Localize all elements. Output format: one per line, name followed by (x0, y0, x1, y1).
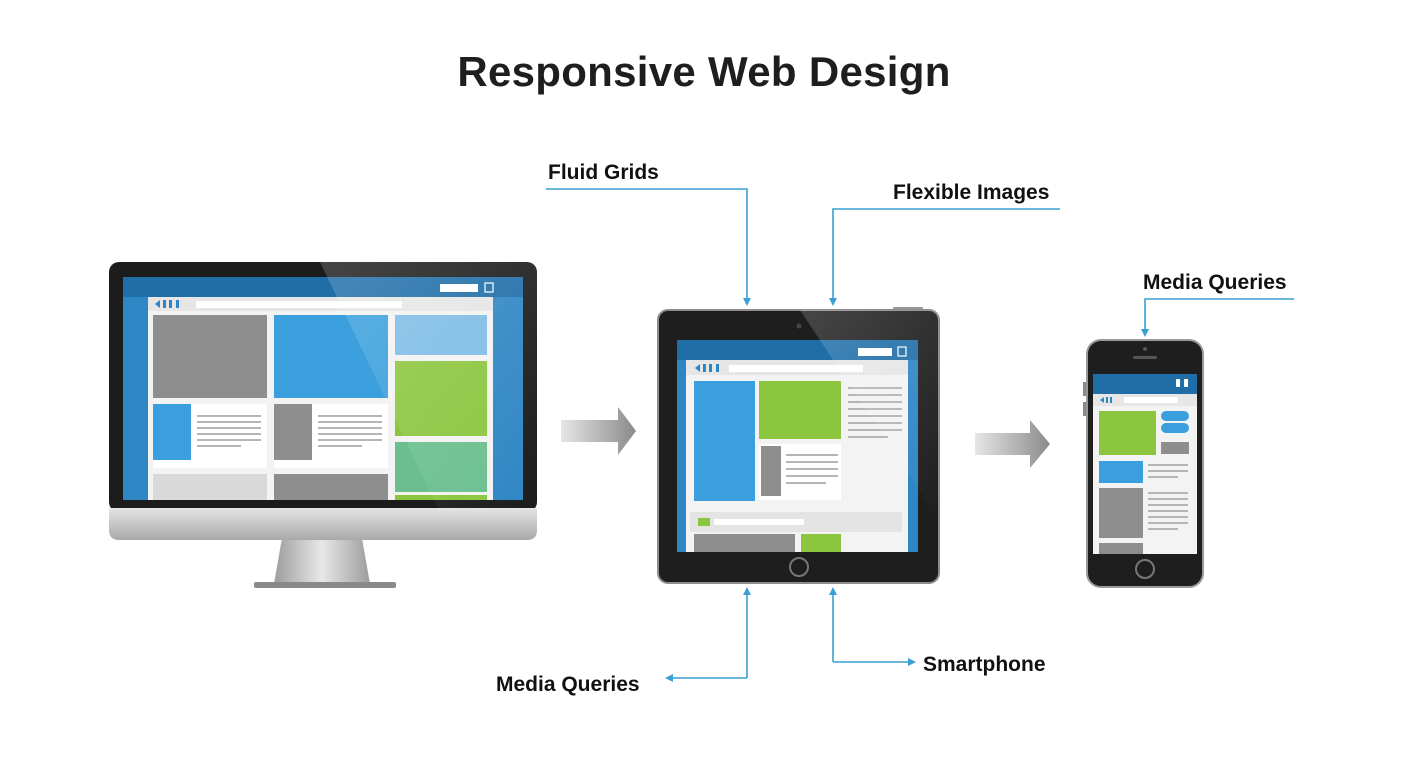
label-flexible-images: Flexible Images (893, 181, 1050, 204)
label-fluid-grids: Fluid Grids (548, 161, 659, 184)
label-media-queries-bottom: Media Queries (496, 673, 640, 696)
smartphone-device (1083, 339, 1204, 588)
connector-flexible-images (829, 208, 1060, 306)
tablet (657, 307, 940, 584)
connectors (546, 188, 1294, 682)
label-media-queries-top: Media Queries (1143, 271, 1287, 294)
desktop-monitor (109, 262, 537, 588)
label-smartphone: Smartphone (923, 653, 1046, 676)
page-title: Responsive Web Design (457, 48, 951, 95)
connector-fluid-grids (546, 188, 751, 306)
transition-arrow-1 (561, 407, 636, 455)
transition-arrow-2 (975, 420, 1050, 468)
connector-media-queries-top (1141, 298, 1294, 337)
